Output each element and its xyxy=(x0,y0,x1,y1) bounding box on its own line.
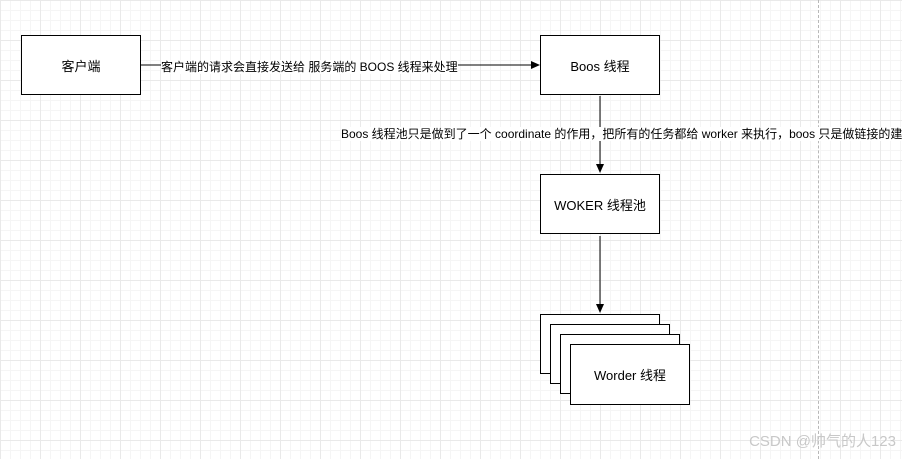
client-to-boss-edge-label: 客户端的请求会直接发送给 服务端的 BOOS 线程来处理 xyxy=(161,60,458,74)
boss-to-pool-edge-label: Boos 线程池只是做到了一个 coordinate 的作用，把所有的任务都给 … xyxy=(341,127,902,141)
worker-thread-node-label: Worder 线程 xyxy=(594,368,666,383)
csdn-watermark: CSDN @帅气的人123 xyxy=(749,433,896,450)
client-node-label: 客户端 xyxy=(61,58,101,74)
boss-thread-node[interactable]: Boos 线程 xyxy=(540,35,660,95)
boss-thread-node-label: Boos 线程 xyxy=(570,58,630,74)
page-boundary-dashed-line xyxy=(818,0,819,459)
worker-pool-node[interactable]: WOKER 线程池 xyxy=(540,174,660,234)
worker-thread-node[interactable]: Worder 线程 xyxy=(570,344,690,405)
worker-pool-node-label: WOKER 线程池 xyxy=(554,197,646,213)
client-node[interactable]: 客户端 xyxy=(21,35,141,95)
